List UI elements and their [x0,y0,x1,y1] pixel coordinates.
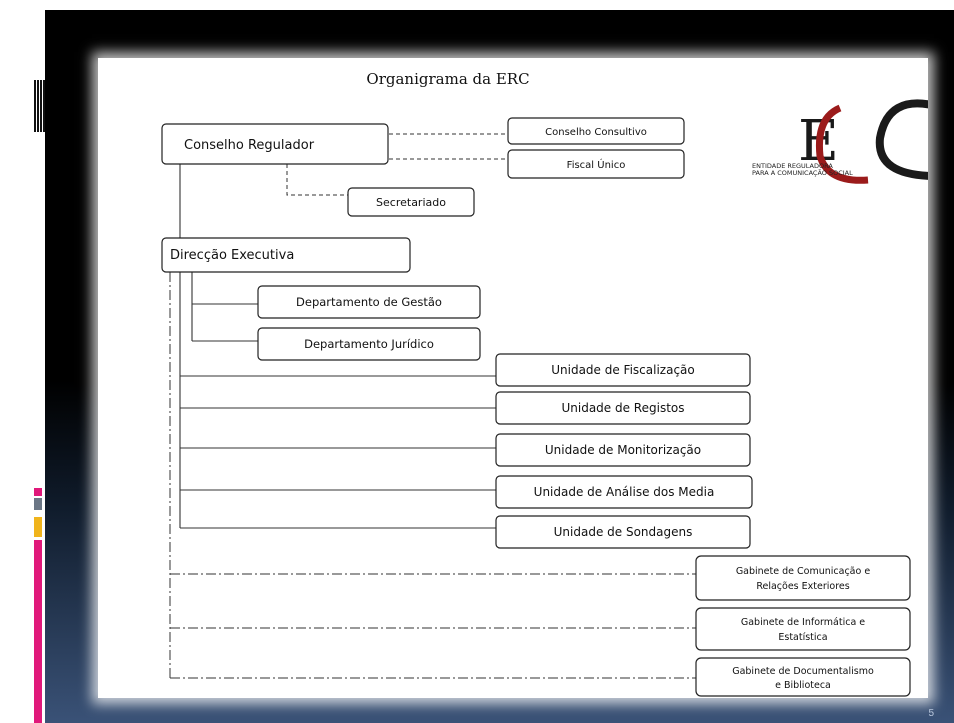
yellow-accent-block [34,517,42,537]
chart-title: Organigrama da ERC [366,70,529,88]
node-un-registos: Unidade de Registos [495,391,751,425]
pink-accent-block [34,488,42,496]
node-fiscal-unico: Fiscal Único [507,149,685,179]
node-conselho-regulador: Conselho Regulador [161,123,389,165]
node-gab-informatica: Gabinete de Informática e Estatística [695,607,911,651]
svg-text:Unidade de Sondagens: Unidade de Sondagens [554,525,693,539]
node-un-analise: Unidade de Análise dos Media [495,475,753,509]
page-number: 5 [928,708,934,719]
svg-text:Direcção Executiva: Direcção Executiva [170,248,294,263]
pink-accent-bar [34,540,42,723]
connector-secretariado [286,164,348,196]
svg-text:Fiscal Único: Fiscal Único [567,158,626,171]
node-conselho-consultivo: Conselho Consultivo [507,117,685,145]
svg-text:Unidade de Fiscalização: Unidade de Fiscalização [551,363,695,377]
svg-text:Unidade de Monitorização: Unidade de Monitorização [545,443,701,457]
svg-text:Gabinete de Documentalismo: Gabinete de Documentalismo [732,666,874,677]
svg-text:Unidade de Registos: Unidade de Registos [561,401,684,415]
svg-text:e Biblioteca: e Biblioteca [775,680,831,691]
svg-text:Gabinete de Informática e: Gabinete de Informática e [741,617,865,628]
svg-text:Departamento de Gestão: Departamento de Gestão [296,295,442,309]
node-secretariado: Secretariado [347,187,475,217]
svg-text:Conselho Consultivo: Conselho Consultivo [545,127,647,138]
svg-text:Unidade de Análise dos Media: Unidade de Análise dos Media [534,485,715,499]
node-un-monitorizacao: Unidade de Monitorização [495,433,751,467]
org-chart: Organigrama da ERC E ENTIDADE REGULADORA… [161,70,928,697]
svg-text:Estatística: Estatística [778,632,827,643]
logo-r-curve [815,104,869,184]
node-gab-documentalismo: Gabinete de Documentalismo e Biblioteca [695,657,911,697]
node-dep-juridico: Departamento Jurídico [257,327,481,361]
logo-text-line2: PARA A COMUNICAÇÃO SOCIAL [752,168,853,177]
svg-text:Conselho Regulador: Conselho Regulador [184,138,315,153]
svg-text:Secretariado: Secretariado [376,196,446,209]
barcode-decoration [34,80,45,132]
erc-logo: E ENTIDADE REGULADORA PARA A COMUNICAÇÃO… [752,99,928,184]
left-accent-strip [34,10,45,723]
org-chart-document: Organigrama da ERC E ENTIDADE REGULADORA… [98,58,928,698]
node-un-fiscalizacao: Unidade de Fiscalização [495,353,751,387]
node-direccao-executiva: Direcção Executiva [161,237,411,273]
node-dep-gestao: Departamento de Gestão [257,285,481,319]
slide: Organigrama da ERC E ENTIDADE REGULADORA… [34,10,954,723]
node-gab-comunicacao: Gabinete de Comunicação e Relações Exter… [695,555,911,601]
svg-text:Gabinete de Comunicação e: Gabinete de Comunicação e [736,566,871,577]
logo-text-line1: ENTIDADE REGULADORA [752,162,833,170]
connectors [169,133,696,679]
gray-accent-block [34,498,42,510]
svg-text:Departamento Jurídico: Departamento Jurídico [304,337,434,351]
logo-letter-c [875,99,928,180]
node-un-sondagens: Unidade de Sondagens [495,515,751,549]
svg-text:Relações Exteriores: Relações Exteriores [756,581,849,592]
